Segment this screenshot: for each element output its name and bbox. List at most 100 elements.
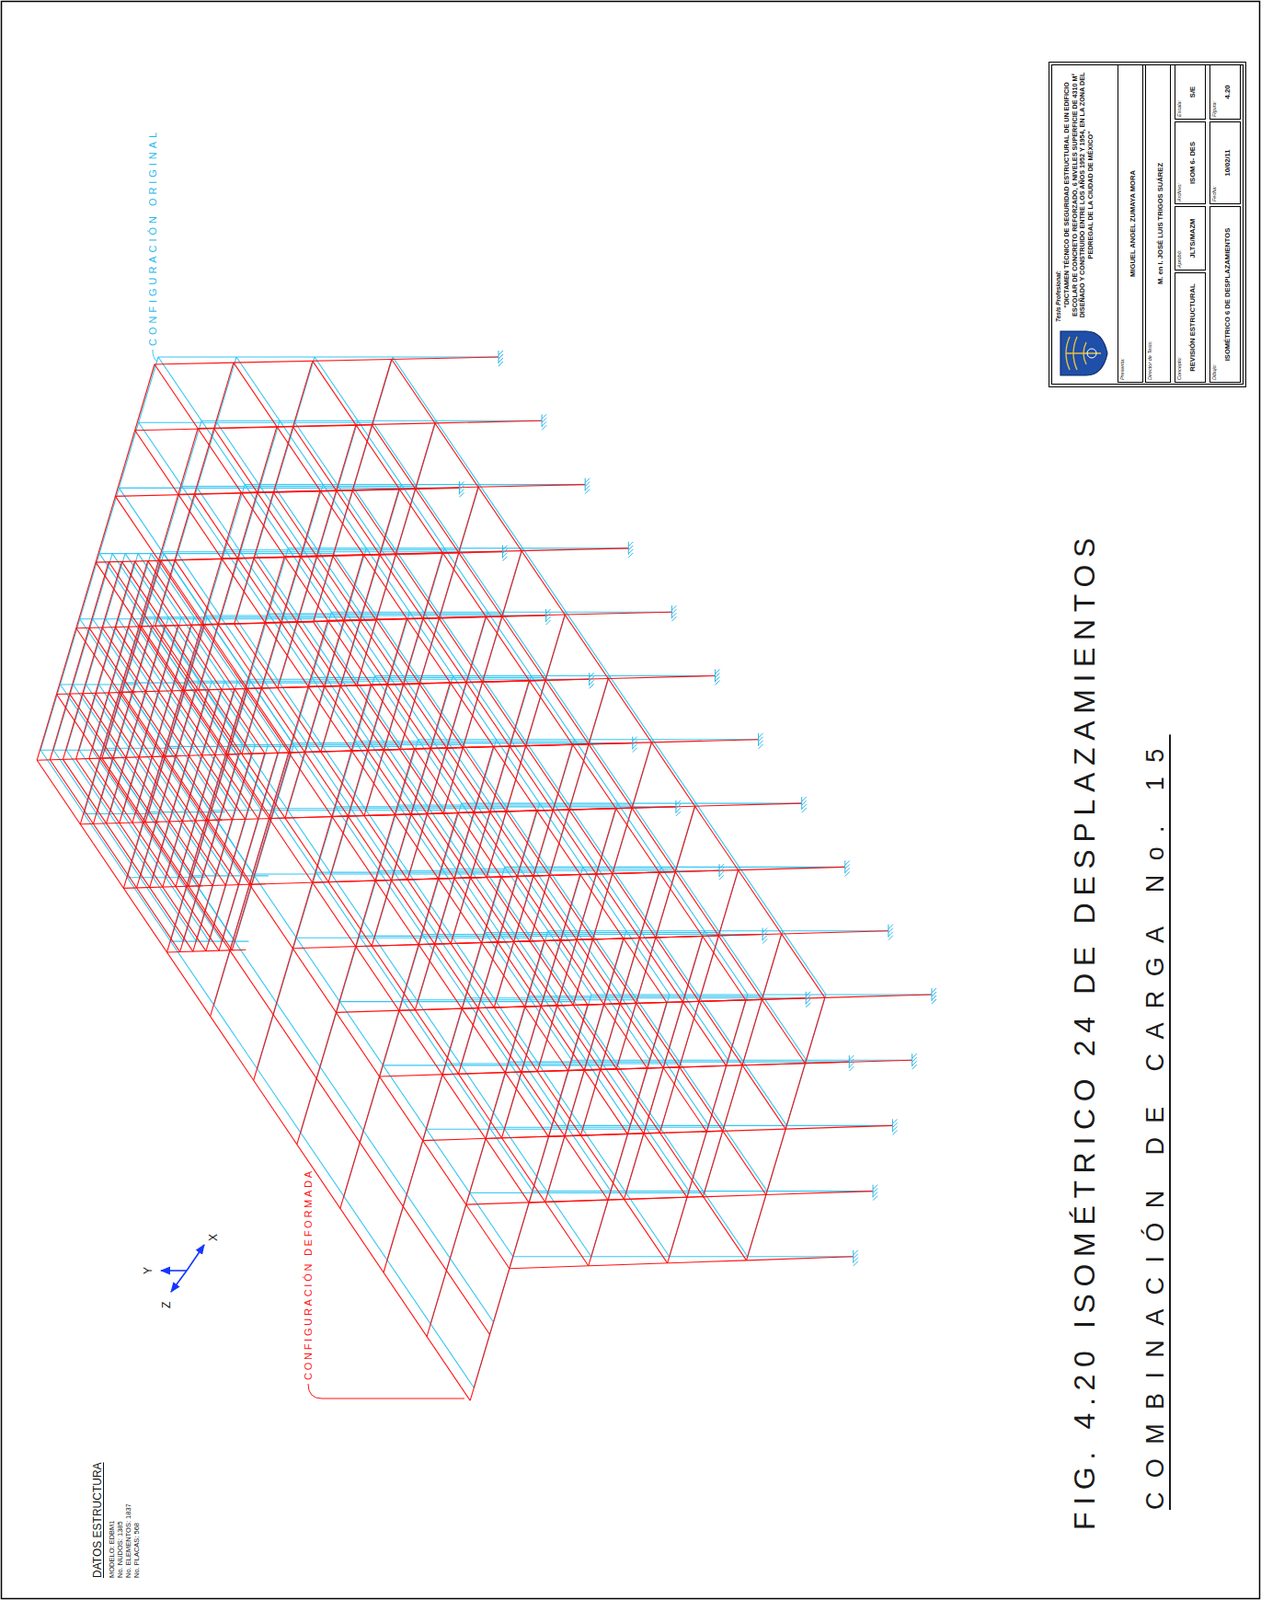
field-label: Dibujo: <box>1211 364 1217 380</box>
original-member <box>572 1059 807 1061</box>
support-symbol <box>805 991 811 1008</box>
deformed-member <box>766 1191 873 1195</box>
deformed-member <box>160 560 291 753</box>
original-member <box>91 749 222 941</box>
original-member <box>177 553 611 1192</box>
original-member <box>314 356 748 995</box>
deformed-member <box>132 624 192 823</box>
deformed-member <box>395 551 503 555</box>
deformed-member <box>188 687 248 886</box>
original-member <box>591 993 826 995</box>
configuration-label: CONFIGURACIÓN ORIGINAL <box>147 127 160 346</box>
support-symbol <box>671 605 677 621</box>
title-block: Tesis Profesional:"DICTAMEN TÉCNICO DE S… <box>1048 61 1247 388</box>
deformed-member <box>63 561 123 759</box>
deformed-member <box>327 614 565 620</box>
original-member <box>137 553 268 746</box>
deformed-member <box>612 870 720 873</box>
original-member <box>196 487 631 1125</box>
original-member <box>86 684 217 876</box>
original-member <box>79 749 209 941</box>
deformed-member <box>528 1193 767 1203</box>
original-member <box>112 684 242 876</box>
deformed-member <box>127 626 258 819</box>
original-member <box>96 617 156 814</box>
deformed-member <box>193 753 253 952</box>
deformed-member <box>804 1059 912 1064</box>
original-member <box>551 1124 787 1126</box>
deformed-member <box>141 626 272 819</box>
deformed-member <box>121 692 252 885</box>
figure-caption: COMBINACIÓN DE CARGA No. 15 <box>1140 733 1170 1510</box>
field-label: Fecha: <box>1211 185 1217 202</box>
original-member <box>398 803 633 805</box>
support-symbol <box>498 350 504 367</box>
title-block-cell: Dibujo:ISOMÉTRICO 6 DE DESPLAZAMIENTOS <box>1209 206 1241 383</box>
deformed-member <box>332 556 767 1195</box>
support-symbol <box>503 545 508 562</box>
field-value: 4.20 <box>1217 67 1239 117</box>
deformed-member <box>501 870 739 877</box>
original-member <box>158 619 592 1257</box>
original-member <box>470 1192 705 1193</box>
deformed-member <box>352 487 459 491</box>
deformed-member <box>569 806 677 810</box>
deformed-member <box>391 358 826 998</box>
figure-title: FIG. 4.20 ISOMÉTRICO 24 DE DESPLAZAMIENT… <box>1066 529 1102 1530</box>
original-member <box>171 940 250 942</box>
deformed-member <box>699 997 806 1002</box>
deformed-member <box>167 949 247 952</box>
deformed-member <box>293 426 727 1067</box>
support-symbol <box>872 1184 878 1201</box>
deformed-member <box>371 424 805 1064</box>
original-member <box>255 553 689 1192</box>
original-member <box>441 868 677 870</box>
data-line: No. ELEMENTOS: 1837 <box>124 1501 133 1578</box>
field-label: Presenta: <box>1119 357 1125 380</box>
deformed-member <box>509 1260 747 1269</box>
deformed-member <box>186 883 266 887</box>
title-block-cell: Archivo:ISOM 6- DES <box>1174 121 1206 205</box>
deformed-member <box>548 1128 786 1136</box>
data-line: No. PLACAS: 568 <box>132 1521 141 1578</box>
support-symbol <box>845 859 850 876</box>
original-member <box>485 931 721 933</box>
deformed-member <box>95 561 529 1203</box>
data-heading: DATOS ESTRUCTURA <box>91 1460 104 1578</box>
data-line: No. NUDOS: 1385 <box>115 1519 125 1578</box>
deformed-member <box>313 621 747 1261</box>
deformed-member <box>738 866 846 870</box>
deformed-member <box>218 752 278 951</box>
original-member <box>104 749 235 941</box>
original-member <box>331 611 566 613</box>
axis-label: X <box>206 1232 220 1241</box>
deformed-frame <box>36 356 932 1400</box>
deformed-member <box>435 420 542 424</box>
axis-triad <box>160 1244 205 1292</box>
original-member <box>418 738 654 740</box>
field-label: Figura: <box>1211 101 1217 117</box>
field-value: 10/02/11 <box>1217 124 1239 202</box>
support-symbol <box>762 928 768 944</box>
title-block-cell: Concepto:REVISIÓN ESTRUCTURAL <box>1174 272 1206 383</box>
original-member <box>53 553 113 751</box>
deformed-member <box>391 356 499 359</box>
supports <box>458 350 937 1266</box>
leader-line <box>308 1383 465 1399</box>
original-member <box>60 684 494 1322</box>
deformed-member <box>458 805 696 813</box>
deformed-member <box>102 560 161 758</box>
leader-line <box>152 349 158 362</box>
field-label: Aprobó: <box>1176 250 1182 268</box>
deformed-member <box>746 1256 854 1261</box>
block-heading: Tesis Profesional: <box>1054 270 1062 322</box>
thesis-title: "DICTAMEN TÉCNICO DE SEGURIDAD ESTRUCTUR… <box>1063 68 1096 322</box>
deformed-member <box>148 561 278 754</box>
university-emblem <box>1054 325 1111 381</box>
deformed-member <box>481 678 589 682</box>
deformed-member <box>154 358 392 365</box>
support-symbol <box>628 541 633 558</box>
deformed-member <box>106 625 166 824</box>
